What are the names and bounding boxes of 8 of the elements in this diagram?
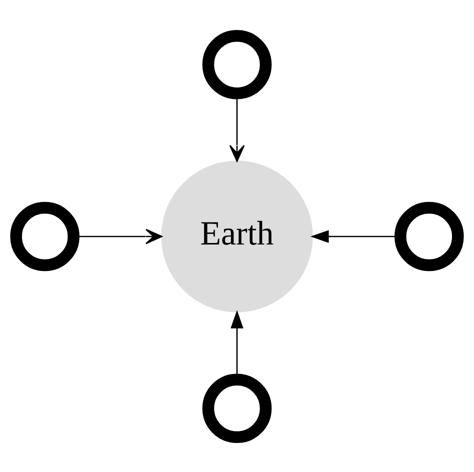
node-circle	[202, 29, 272, 99]
arrow	[76, 228, 162, 244]
arrow	[310, 230, 398, 242]
node-circle	[202, 373, 272, 443]
arrow	[230, 310, 244, 376]
node-circle	[10, 201, 80, 271]
node-circle	[394, 201, 464, 271]
node-circle: Earth	[161, 160, 313, 312]
